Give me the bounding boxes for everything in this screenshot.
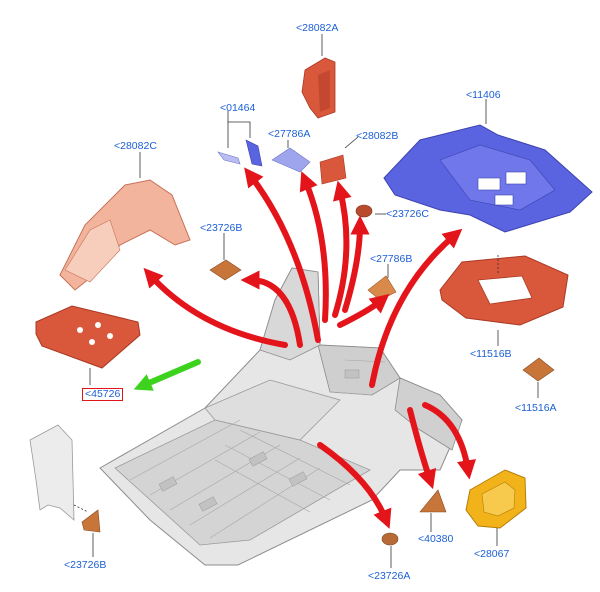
part-28067 — [465, 469, 527, 529]
part-28082a — [301, 57, 336, 119]
part-27786b — [367, 275, 397, 301]
callout-11516a[interactable]: <11516A — [515, 402, 557, 414]
part-01464 — [217, 139, 263, 167]
part-28082b — [319, 154, 347, 185]
part-23726c — [355, 204, 373, 218]
part-11406 — [383, 124, 593, 233]
floor-pan-assembly — [99, 267, 463, 566]
leader-lines — [73, 34, 539, 568]
callout-23726b-bottom[interactable]: <23726B — [64, 559, 107, 571]
callout-11406[interactable]: <11406 — [466, 89, 501, 101]
part-28082c — [59, 179, 191, 291]
callout-01464[interactable]: <01464 — [220, 102, 256, 114]
callout-45726[interactable]: <45726 — [82, 388, 124, 401]
part-11516b — [439, 255, 569, 326]
green-arrow — [133, 359, 201, 391]
part-40380 — [419, 489, 447, 513]
part-23726b-bottom — [81, 509, 101, 533]
callout-23726c[interactable]: <23726C — [386, 208, 429, 220]
callout-23726b-top[interactable]: <23726B — [200, 222, 243, 234]
callout-28067[interactable]: <28067 — [474, 548, 510, 560]
part-23726b-top — [209, 259, 242, 281]
callout-11516b[interactable]: <11516B — [470, 348, 512, 360]
callout-27786a[interactable]: <27786A — [268, 128, 311, 140]
callout-40380[interactable]: <40380 — [418, 533, 454, 545]
callout-28082c[interactable]: <28082C — [114, 140, 157, 152]
part-23726a — [381, 532, 399, 546]
red-arrows — [143, 167, 476, 529]
callout-23726a[interactable]: <23726A — [368, 570, 411, 582]
part-27786a — [271, 147, 311, 173]
part-45726 — [35, 305, 141, 369]
part-bracket-left — [29, 424, 75, 521]
part-11516a — [522, 357, 555, 382]
callout-27786b[interactable]: <27786B — [370, 253, 413, 265]
callout-28082a[interactable]: <28082A — [296, 22, 339, 34]
callout-28082b[interactable]: <28082B — [356, 130, 399, 142]
